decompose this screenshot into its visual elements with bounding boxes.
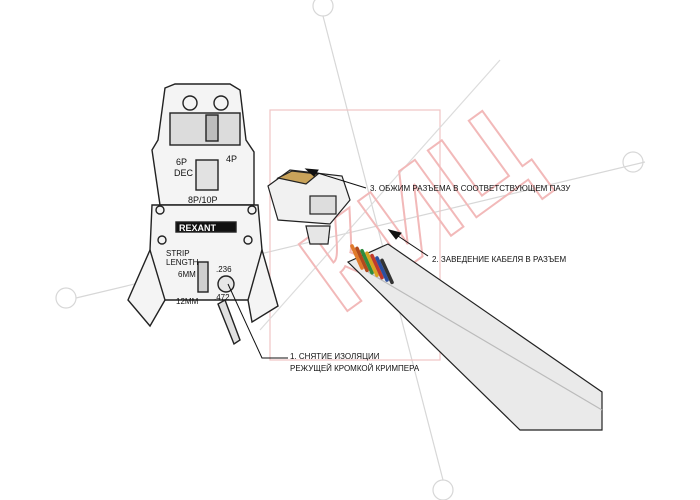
watermark-circle-bottom	[432, 479, 454, 500]
tool-rivet-3	[157, 235, 167, 245]
watermark-circle-left	[55, 287, 77, 309]
inch-472-label: .472	[214, 293, 230, 302]
watermark-line-diag	[259, 59, 501, 331]
cable-jacket	[346, 243, 603, 431]
tool-rivet-4	[243, 235, 253, 245]
length-label: LENGTH	[166, 258, 199, 267]
len-12mm-label: 12MM	[176, 297, 199, 306]
die-8p10p-label: 8P/10P	[188, 195, 218, 205]
wire-2	[355, 246, 369, 273]
connector-contacts	[276, 170, 320, 185]
crimper-tool	[127, 83, 279, 346]
watermark-frame	[269, 109, 441, 361]
die-4p-label: 4P	[226, 154, 237, 164]
callout-leader-1	[227, 283, 288, 359]
tool-hole-left	[182, 95, 198, 111]
callouts	[227, 168, 429, 359]
connector-opening	[309, 195, 337, 215]
tool-handle-left	[127, 247, 166, 328]
step1-label-line2: РЕЖУЩЕЙ КРОМКОЙ КРИМПЕРА	[290, 364, 420, 373]
wire-4	[365, 251, 379, 278]
tool-strip-hole	[217, 275, 235, 293]
wire-3	[360, 249, 374, 275]
strip-label: STRIP	[166, 249, 190, 258]
tool-strip-slot	[197, 261, 209, 293]
wire-6	[375, 256, 389, 282]
callout-arrow-3	[307, 169, 367, 189]
tool-labels: 6P DEC 4P 8P/10P REXANT STRIP LENGTH 6MM…	[166, 154, 237, 306]
tool-rivet-2	[247, 205, 257, 215]
tool-handle-right	[247, 247, 279, 324]
die-dec-label: DEC	[174, 168, 194, 178]
tool-blade	[205, 114, 219, 142]
brand-logo: REXANT	[179, 223, 217, 233]
wire-1	[350, 244, 364, 270]
callout-arrowhead-2	[387, 229, 402, 240]
wire-7	[380, 258, 394, 285]
inch-236-label: .236	[216, 265, 232, 274]
tool-cutting-edge	[217, 298, 241, 346]
tool-rivet-1	[155, 205, 165, 215]
wire-5	[370, 253, 384, 280]
cable-wires	[350, 244, 394, 285]
tool-brand-plate	[175, 221, 237, 233]
cable-crease	[367, 271, 603, 411]
tool-hole-right	[213, 95, 229, 111]
watermark-circle-right	[622, 151, 644, 173]
die-6p-label: 6P	[176, 157, 187, 167]
callout-arrowhead-3	[304, 168, 319, 177]
len-6mm-label: 6MM	[178, 270, 196, 279]
step1-label-line1: 1. СНЯТИЕ ИЗОЛЯЦИИ	[290, 352, 380, 361]
flat-cable	[346, 243, 603, 431]
step2-label: 2. ЗАВЕДЕНИЕ КАБЕЛЯ В РАЗЪЕМ	[432, 255, 567, 264]
callout-labels: 3. ОБЖИМ РАЗЪЕМА В СООТВЕТСТВУЮЩЕМ ПАЗУ …	[290, 184, 571, 373]
tool-8p-die	[195, 159, 219, 191]
rj-connector	[267, 169, 351, 245]
watermark-circle-top	[312, 0, 334, 17]
connector-latch	[305, 225, 331, 245]
tool-die-block	[169, 112, 241, 146]
step3-label: 3. ОБЖИМ РАЗЪЕМА В СООТВЕТСТВУЮЩЕМ ПАЗУ	[370, 184, 571, 193]
